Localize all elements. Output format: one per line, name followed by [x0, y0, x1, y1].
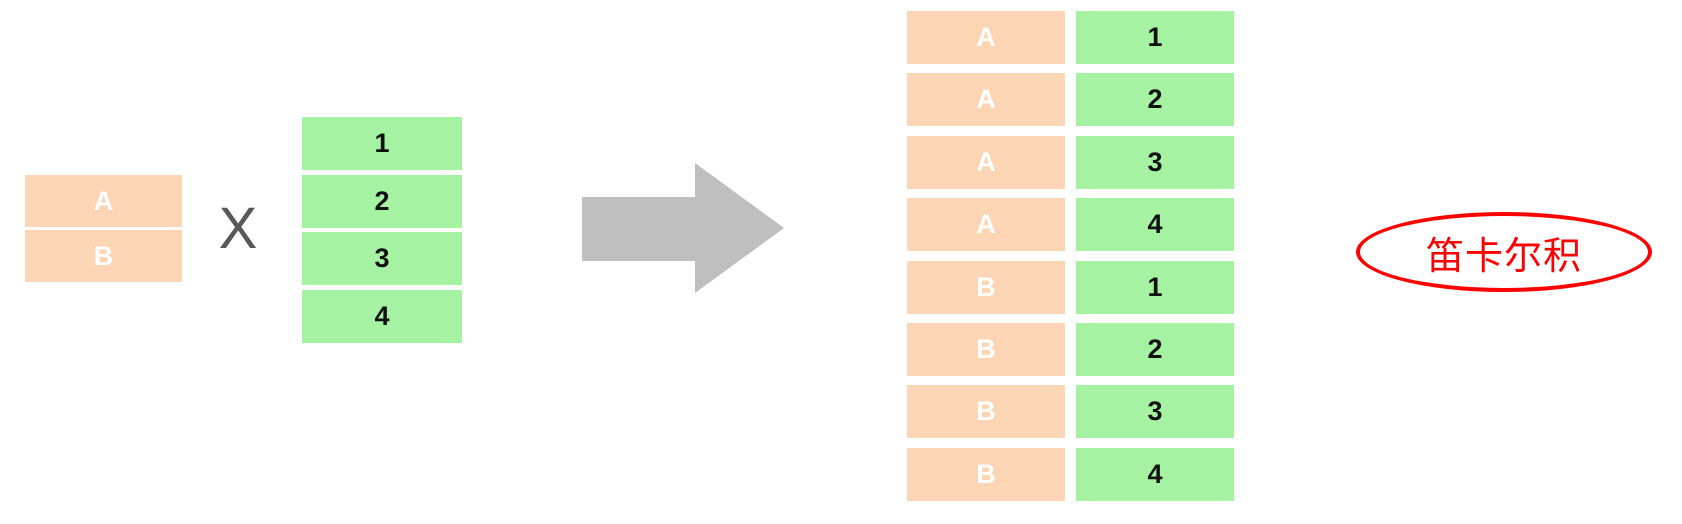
multiply-operator: X	[218, 195, 258, 261]
cartesian-product-label: 笛卡尔积	[1425, 235, 1582, 278]
result-row: A 2	[907, 73, 1234, 127]
right-arrow-shape	[582, 163, 784, 293]
letters-input-table: A B	[25, 175, 182, 282]
result-row: A 1	[907, 11, 1234, 64]
number-cell: 1	[302, 117, 462, 170]
numbers-input-table: 1 2 3 4	[302, 117, 462, 343]
number-cell: 3	[302, 232, 462, 286]
result-row: A 3	[907, 135, 1234, 189]
result-letter-cell: A	[907, 198, 1065, 252]
number-cell: 2	[302, 174, 462, 228]
result-letter-cell: A	[907, 135, 1065, 189]
result-row: B 1	[907, 260, 1234, 314]
result-row: A 4	[907, 198, 1234, 252]
result-letter-cell: A	[907, 11, 1065, 64]
result-row: B 4	[907, 447, 1234, 501]
right-arrow-icon	[582, 163, 784, 293]
result-row: B 2	[907, 322, 1234, 376]
result-number-cell: 3	[1076, 385, 1234, 439]
result-number-cell: 1	[1076, 260, 1234, 314]
result-number-cell: 4	[1076, 198, 1234, 252]
result-letter-cell: B	[907, 260, 1065, 314]
result-table: A 1 A 2 A 3 A 4 B 1 B 2 B 3 B 4	[907, 11, 1234, 501]
result-letter-cell: B	[907, 322, 1065, 376]
result-letter-cell: B	[907, 385, 1065, 439]
letter-cell: A	[25, 175, 182, 227]
result-number-cell: 2	[1076, 73, 1234, 127]
result-row: B 3	[907, 385, 1234, 439]
result-number-cell: 4	[1076, 447, 1234, 501]
number-cell: 4	[302, 289, 462, 343]
letter-cell: B	[25, 230, 182, 282]
result-number-cell: 3	[1076, 135, 1234, 189]
result-letter-cell: A	[907, 73, 1065, 127]
result-letter-cell: B	[907, 447, 1065, 501]
result-number-cell: 1	[1076, 11, 1234, 64]
result-number-cell: 2	[1076, 322, 1234, 376]
annotation-ellipse: 笛卡尔积	[1356, 212, 1652, 292]
